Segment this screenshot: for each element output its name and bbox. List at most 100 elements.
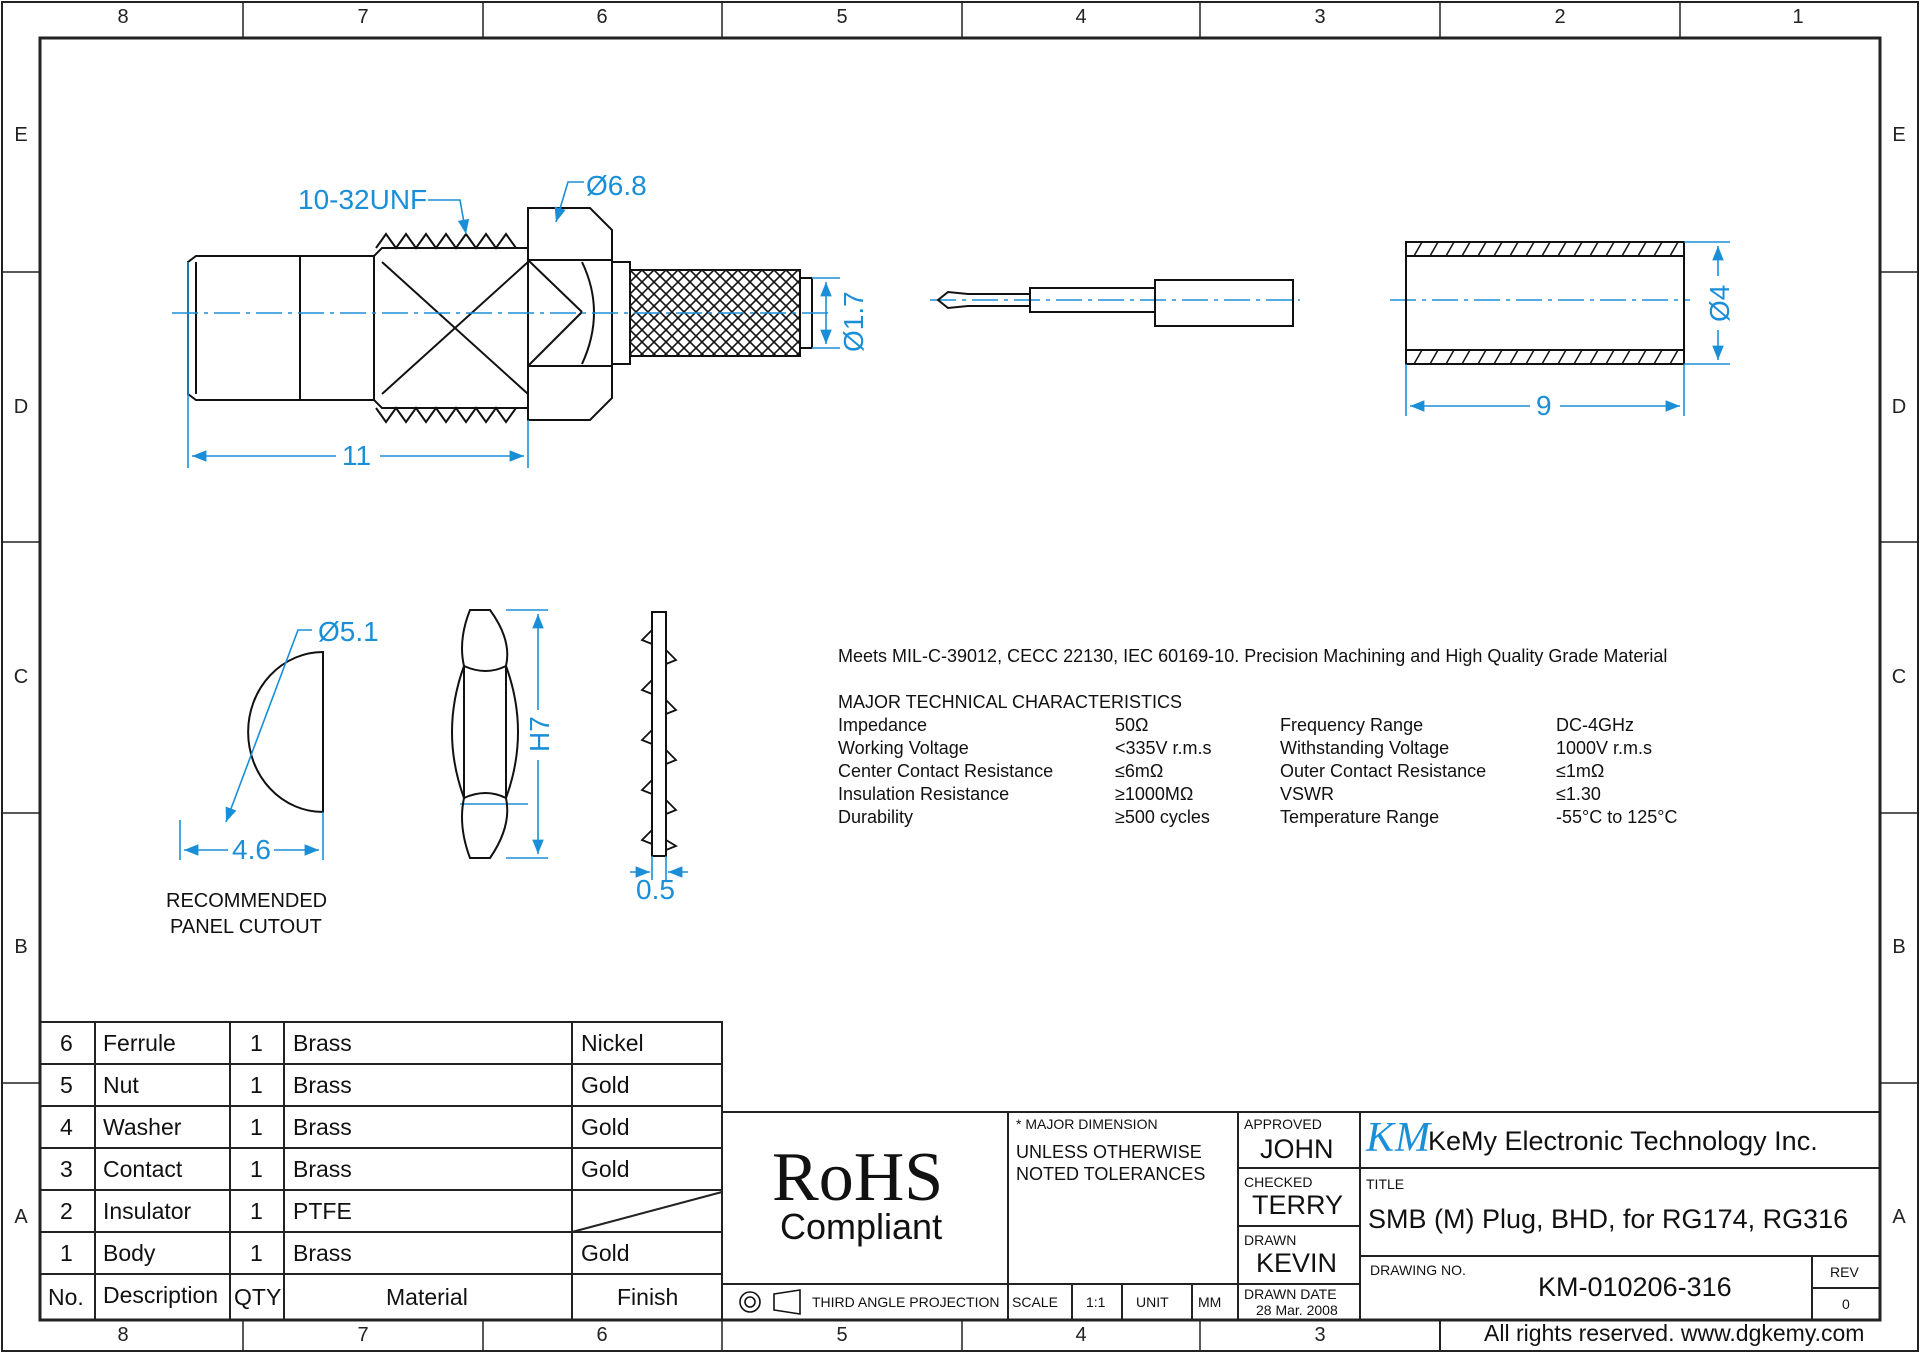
dim-cutout-diameter: Ø5.1 — [318, 616, 379, 647]
tolerance-note-line2: NOTED TOLERANCES — [1016, 1164, 1206, 1184]
panel-cutout-view — [179, 629, 324, 860]
grid-col-label: 4 — [1075, 1324, 1087, 1346]
bom-header-description: Description — [103, 1282, 219, 1308]
bom-row-no: 5 — [60, 1072, 73, 1098]
grid-col-label: 8 — [117, 1324, 129, 1346]
grid-col-label: 1 — [1792, 6, 1804, 28]
rev-label: REV — [1830, 1264, 1859, 1280]
spec-param: Temperature Range — [1280, 807, 1440, 827]
bom-row-material: PTFE — [293, 1198, 352, 1224]
grid-col-label: 7 — [357, 6, 369, 28]
bom-row-finish: Gold — [581, 1072, 630, 1098]
grid-col-label: 3 — [1314, 1324, 1326, 1346]
title-label: TITLE — [1366, 1176, 1405, 1192]
spec-heading: MAJOR TECHNICAL CHARACTERISTICS — [838, 692, 1183, 712]
bom-row-material: Brass — [293, 1240, 352, 1266]
grid-col-label: 6 — [596, 1324, 608, 1346]
drawing-no-label: DRAWING NO. — [1370, 1262, 1466, 1278]
spec-param: Frequency Range — [1280, 715, 1424, 735]
spec-value: ≤1mΩ — [1556, 761, 1605, 781]
cutout-label-line2: PANEL CUTOUT — [170, 916, 322, 938]
company-logo: KM — [1366, 1115, 1431, 1161]
cutout-label-line1: RECOMMENDED — [166, 890, 328, 912]
bom-row-no: 2 — [60, 1198, 73, 1224]
checked-label: CHECKED — [1244, 1174, 1313, 1190]
dim-thread: 10-32UNF — [298, 184, 428, 215]
grid-row-label: D — [1891, 396, 1907, 418]
contact-pin-view — [936, 279, 1294, 327]
spec-intro: Meets MIL-C-39012, CECC 22130, IEC 60169… — [838, 646, 1668, 666]
dim-hex-diameter: Ø6.8 — [586, 170, 647, 201]
grid-col-label: 5 — [836, 6, 848, 28]
drawn-value: KEVIN — [1256, 1248, 1338, 1278]
dim-cutout-flat: 4.6 — [232, 834, 271, 865]
scale-label: SCALE — [1012, 1294, 1058, 1310]
tolerance-note-line1: UNLESS OTHERWISE — [1016, 1142, 1202, 1162]
connector-body-view — [187, 207, 813, 424]
copyright-notice: All rights reserved. www.dgkemy.com — [1484, 1320, 1865, 1346]
bom-row-qty: 1 — [250, 1072, 263, 1098]
grid-col-label: 2 — [1554, 6, 1566, 28]
company-name: KeMy Electronic Technology Inc. — [1428, 1126, 1818, 1156]
grid-col-label: 8 — [117, 6, 129, 28]
spec-value: ≥500 cycles — [1115, 807, 1210, 827]
projection-label: THIRD ANGLE PROJECTION — [812, 1294, 1000, 1310]
bom-row-description: Washer — [103, 1114, 182, 1140]
grid-row-label: A — [1892, 1206, 1906, 1228]
projection-symbol-icon — [739, 1289, 801, 1315]
spec-value: ≥1000MΩ — [1115, 784, 1194, 804]
bom-row-description: Ferrule — [103, 1030, 176, 1056]
bom-row-no: 4 — [60, 1114, 73, 1140]
bom-row-qty: 1 — [250, 1198, 263, 1224]
bom-row-material: Brass — [293, 1114, 352, 1140]
drawn-label: DRAWN — [1244, 1232, 1297, 1248]
bom-row-no: 3 — [60, 1156, 73, 1182]
bom-row-qty: 1 — [250, 1156, 263, 1182]
spec-param: Center Contact Resistance — [838, 761, 1054, 781]
rohs-compliant: Compliant — [780, 1206, 943, 1247]
bom-row-finish: Gold — [581, 1240, 630, 1266]
bom-header-material: Material — [386, 1284, 468, 1310]
approved-value: JOHN — [1260, 1134, 1334, 1164]
drawing-title: SMB (M) Plug, BHD, for RG174, RG316 — [1368, 1204, 1849, 1234]
bom-row-qty: 1 — [250, 1240, 263, 1266]
spec-param: Durability — [838, 807, 914, 827]
ferrule-view — [1405, 241, 1685, 365]
dim-ferrule-length: 9 — [1536, 390, 1552, 421]
grid-col-label: 3 — [1314, 6, 1326, 28]
dimension-lines-top — [187, 181, 1730, 468]
rohs-mark: RoHS — [772, 1139, 944, 1216]
spec-value: 50Ω — [1115, 715, 1149, 735]
spec-value: ≤6mΩ — [1115, 761, 1164, 781]
bom-row-description: Insulator — [103, 1198, 192, 1224]
grid-col-label: 7 — [357, 1324, 369, 1346]
grid-row-label: C — [1891, 666, 1907, 688]
dim-crimp-diameter: Ø1.7 — [838, 291, 869, 352]
dim-nut-size: H7 — [524, 716, 555, 752]
spec-value: <335V r.m.s — [1115, 738, 1212, 758]
spec-param: Working Voltage — [838, 738, 969, 758]
spec-param: VSWR — [1280, 784, 1334, 804]
spec-value: ≤1.30 — [1556, 784, 1601, 804]
dim-ferrule-diameter: Ø4 — [1704, 284, 1735, 322]
unit-label: UNIT — [1136, 1294, 1169, 1310]
bom-header-finish: Finish — [617, 1284, 679, 1310]
spec-value: 1000V r.m.s — [1556, 738, 1653, 758]
bom-row-no: 6 — [60, 1030, 73, 1056]
drawn-date-value: 28 Mar. 2008 — [1256, 1302, 1338, 1318]
drawn-date-label: DRAWN DATE — [1244, 1286, 1337, 1302]
bom-row-qty: 1 — [250, 1114, 263, 1140]
major-dimension-label: * MAJOR DIMENSION — [1016, 1116, 1158, 1132]
grid-col-label: 6 — [596, 6, 608, 28]
centerlines — [172, 299, 1690, 805]
bom-row-material: Brass — [293, 1156, 352, 1182]
bom-header-no: No. — [48, 1284, 84, 1310]
dim-body-length: 11 — [342, 440, 372, 471]
bom-row-material: Brass — [293, 1030, 352, 1056]
grid-row-label: D — [13, 396, 29, 418]
grid-row-label: B — [1892, 936, 1906, 958]
bom-row-qty: 1 — [250, 1030, 263, 1056]
spec-value: DC-4GHz — [1556, 715, 1635, 735]
